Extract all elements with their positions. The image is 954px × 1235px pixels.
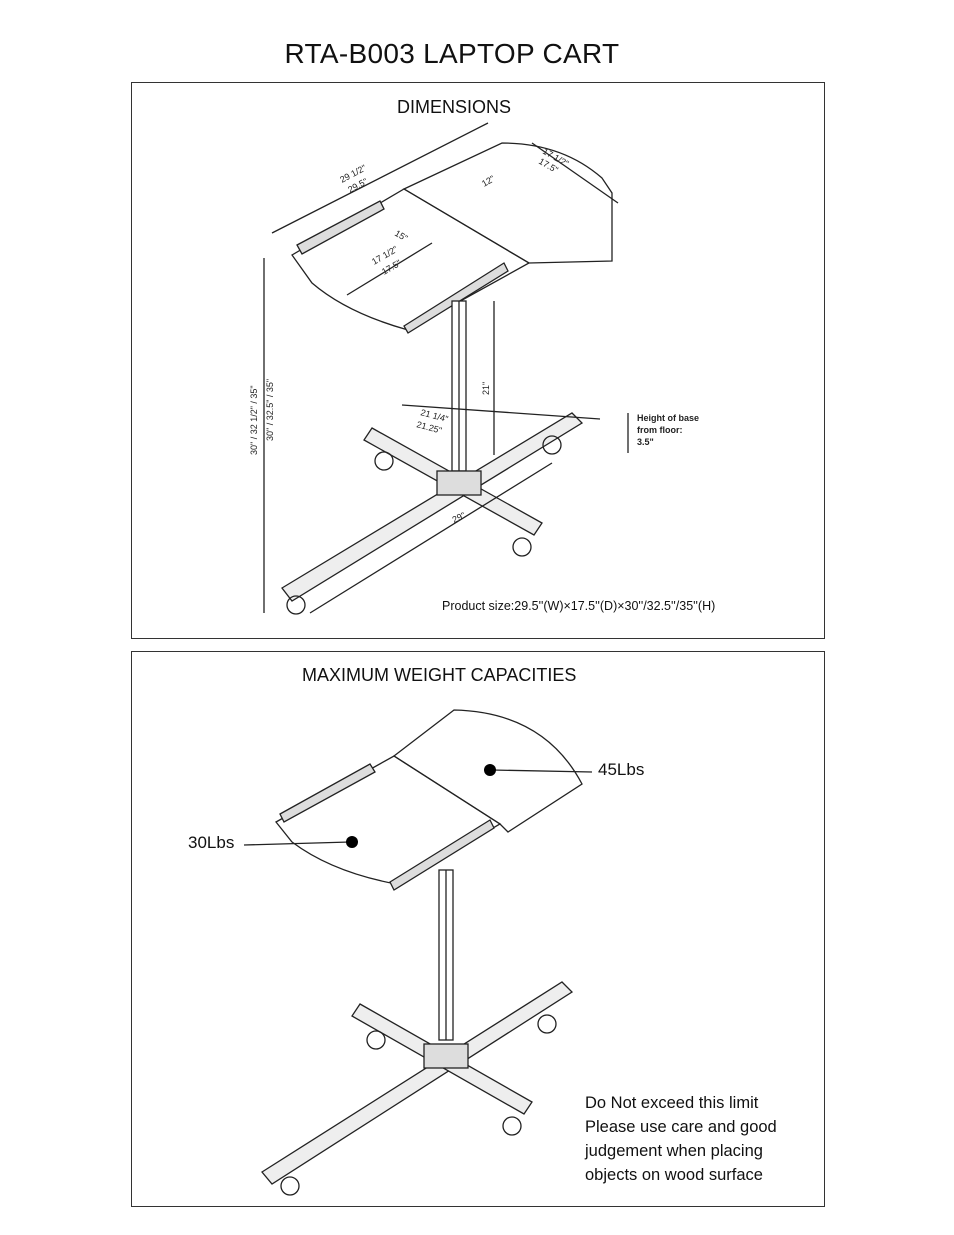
caution-line: judgement when placing xyxy=(585,1142,763,1160)
right-leaf xyxy=(392,709,583,833)
dim-line-base-length xyxy=(309,462,553,614)
label-left-leaf: 15" xyxy=(393,228,409,243)
leader-right xyxy=(491,769,593,773)
base-arm-1 xyxy=(281,412,584,602)
left-leaf xyxy=(275,755,502,885)
page-title: RTA-B003 LAPTOP CART xyxy=(284,38,620,69)
weight-panel: MAXIMUM WEIGHT CAPACITIES xyxy=(131,651,825,1207)
label-base-length: 29" xyxy=(451,510,467,525)
caster xyxy=(542,435,562,455)
label-height-frac: 30" / 32 1/2" / 35" xyxy=(249,385,259,455)
label-base-height-1: Height of base xyxy=(637,413,699,423)
load-point-right xyxy=(484,764,496,776)
caution-line: Do Not exceed this limit xyxy=(585,1094,759,1112)
base-hub xyxy=(423,1043,469,1069)
product-size: Product size:29.5''(W)×17.5''(D)×30''/32… xyxy=(442,599,716,613)
label-right-leaf: 12" xyxy=(480,173,496,188)
weight-drawing xyxy=(243,709,593,1196)
right-rail xyxy=(389,819,495,891)
left-rail xyxy=(279,763,376,823)
caster xyxy=(502,1116,522,1136)
dimensions-drawing: 29 1/2" 29.5" 17 1/2" 17.5" 12" 15" 17 1… xyxy=(249,122,699,615)
right-rail xyxy=(403,262,509,334)
left-capacity-label: 30Lbs xyxy=(188,833,235,852)
dim-line-depth xyxy=(531,142,619,204)
caster xyxy=(374,451,394,471)
label-base-height-3: 3.5" xyxy=(637,437,654,447)
dim-line-base-width xyxy=(401,404,601,420)
dimensions-heading: DIMENSIONS xyxy=(397,97,512,117)
load-point-left xyxy=(346,836,358,848)
caster xyxy=(366,1030,386,1050)
caster xyxy=(537,1014,557,1034)
base-hub xyxy=(436,470,482,496)
right-capacity-label: 45Lbs xyxy=(598,760,645,779)
dim-line-width xyxy=(271,122,489,234)
caution-line: objects on wood surface xyxy=(585,1166,763,1184)
base-arm-1 xyxy=(261,981,574,1185)
label-column: 21" xyxy=(481,382,491,395)
dim-line-left-leaf xyxy=(346,242,433,296)
caution-note: Do Not exceed this limit Please use care… xyxy=(585,1091,777,1187)
caution-line: Please use care and good xyxy=(585,1118,777,1136)
label-height-dec: 30" / 32.5" / 35" xyxy=(265,379,275,441)
weight-heading: MAXIMUM WEIGHT CAPACITIES xyxy=(302,665,577,685)
caster xyxy=(286,595,306,615)
caster xyxy=(512,537,532,557)
label-base-height-2: from floor: xyxy=(637,425,683,435)
caster xyxy=(280,1176,300,1196)
leader-left xyxy=(243,841,351,846)
right-leaf xyxy=(402,142,613,264)
left-rail xyxy=(296,200,385,255)
dimensions-panel: DIMENSIONS xyxy=(131,82,825,639)
